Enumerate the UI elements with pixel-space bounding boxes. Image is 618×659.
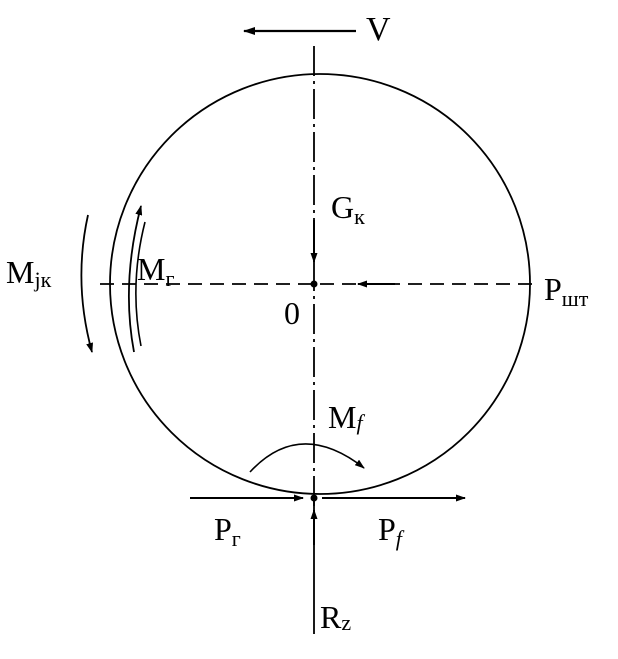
wheel-weight-label: Gк xyxy=(331,189,365,229)
brake-force-sub: г xyxy=(232,526,241,551)
rod-force-sub: шт xyxy=(562,286,589,311)
rolling-moment-sub: f xyxy=(356,410,365,435)
brake-moment-sub: г xyxy=(165,266,174,291)
rolling-moment-main: M xyxy=(328,399,356,435)
brake-force-main: P xyxy=(214,511,232,547)
brake-moment-arc-inner xyxy=(135,221,146,347)
normal-reaction-main: R xyxy=(320,599,342,635)
rod-force-label: Pшт xyxy=(544,271,589,311)
normal-reaction-label: Rz xyxy=(320,599,351,635)
normal-reaction-sub: z xyxy=(341,610,351,635)
rod-force-main: P xyxy=(544,271,562,307)
center-label: 0 xyxy=(284,295,300,331)
wheel-weight-main: G xyxy=(331,189,354,225)
inertia-moment-arc xyxy=(80,214,93,353)
rolling-force-label: Pf xyxy=(378,511,405,551)
center-point xyxy=(310,280,318,288)
rolling-moment-label: Mf xyxy=(328,399,365,435)
brake-force-label: Pг xyxy=(214,511,241,551)
velocity-label: V xyxy=(366,11,391,48)
rolling-force-sub: f xyxy=(396,526,405,551)
wheel-weight-sub: к xyxy=(354,204,365,229)
brake-moment-main: M xyxy=(137,251,165,287)
rolling-moment-arc xyxy=(249,443,365,473)
brake-moment-label: Mг xyxy=(137,251,174,291)
brake-moment-arc-outer xyxy=(127,205,143,353)
inertia-moment-label: Mjк xyxy=(6,254,52,292)
rolling-force-main: P xyxy=(378,511,396,547)
inertia-moment-sub: jк xyxy=(33,267,51,292)
contact-point xyxy=(310,494,318,502)
inertia-moment-main: M xyxy=(6,254,34,290)
